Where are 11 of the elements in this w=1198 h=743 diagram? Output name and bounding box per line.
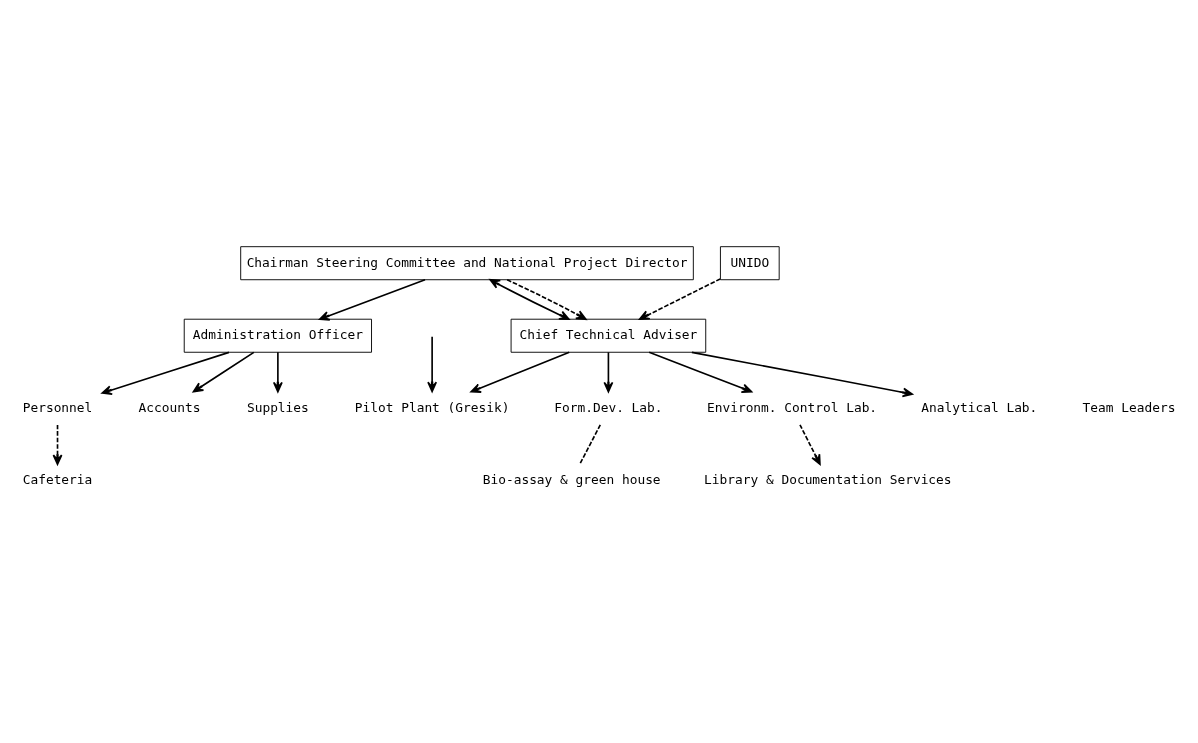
node-text: Form.Dev. Lab. bbox=[554, 399, 663, 415]
node-text: Pilot Plant (Gresik) bbox=[354, 399, 510, 415]
node-text: Library & Documentation Services bbox=[704, 471, 952, 487]
node-text: Bio-assay & green house bbox=[482, 471, 661, 487]
node-text: Supplies bbox=[246, 399, 309, 415]
node-text: Analytical Lab. bbox=[921, 399, 1038, 415]
label: Team Leaders bbox=[1082, 399, 1176, 415]
node-text: Accounts bbox=[138, 399, 201, 415]
node-text: Personnel bbox=[22, 399, 93, 415]
node-text: Environm. Control Lab. bbox=[706, 399, 878, 415]
node-text: Cafeteria bbox=[22, 471, 93, 487]
